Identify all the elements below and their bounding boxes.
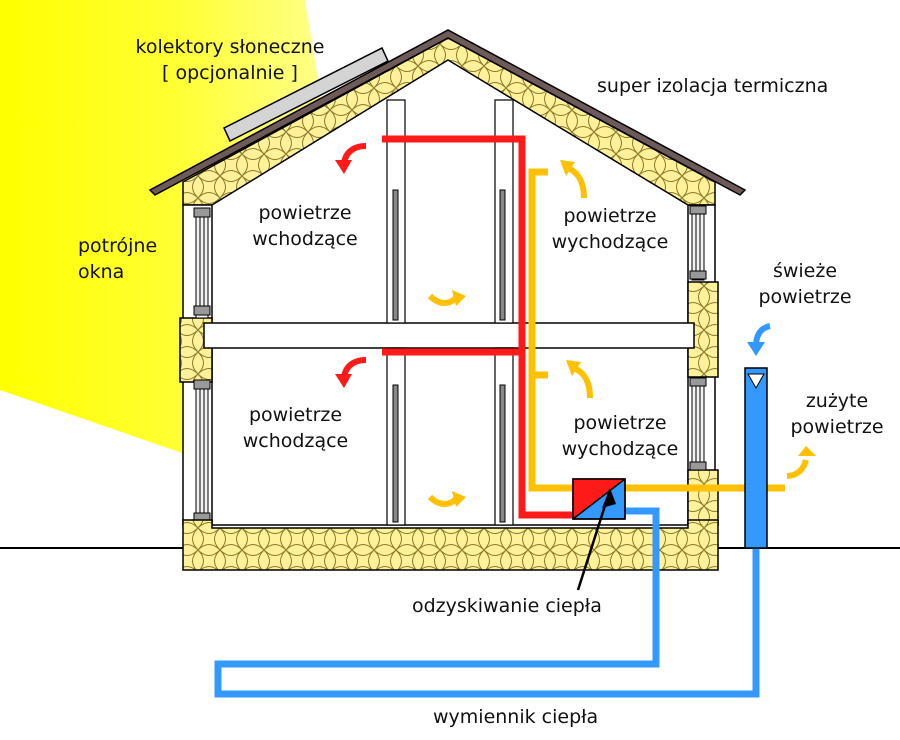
supply-air-lower-label: powietrze wchodzące	[242, 404, 349, 452]
triple-windows-label: potrójne okna	[78, 235, 158, 283]
left-upper-window	[195, 209, 209, 319]
super-insulation-label: super izolacja termiczna	[597, 75, 829, 97]
air-transfer-arrow-icons	[427, 290, 466, 507]
used-air-label: zużyte powietrze	[790, 390, 884, 438]
ground-heat-exchanger-label: wymiennik ciepła	[433, 706, 599, 728]
exhaust-air-lower-label: powietrze wychodzące	[561, 412, 679, 460]
fresh-air-arrow-icon	[747, 323, 771, 356]
exhaust-air-ducts	[528, 168, 785, 492]
foundation-insulation	[182, 519, 719, 571]
fresh-air-ducts	[214, 507, 760, 698]
right-wall-insulation-lower	[687, 469, 719, 526]
right-lower-window	[691, 379, 705, 471]
fresh-air-intake-pipe	[744, 367, 768, 549]
supply-air-upper-label: powietrze wchodzące	[252, 202, 358, 250]
supply-arrow-icons	[335, 143, 367, 388]
solar-collector-panel	[223, 46, 389, 143]
heat-recovery-unit	[572, 478, 626, 520]
supply-air-ducts	[382, 135, 575, 519]
exhaust-air-upper-label: powietrze wychodzące	[551, 205, 669, 253]
left-lower-window	[195, 381, 209, 519]
roof	[148, 29, 747, 196]
exhaust-arrow-icons	[560, 160, 593, 399]
right-upper-window	[691, 207, 705, 281]
house-interior	[212, 60, 688, 525]
floor-slab	[203, 322, 695, 349]
heat-recovery-label: odzyskiwanie ciepła	[412, 595, 602, 617]
fresh-air-label: świeże powietrze	[758, 260, 852, 308]
solar-collectors-label: kolektory słoneczne [ opcjonalnie ]	[135, 36, 325, 84]
used-air-arrow-icon	[786, 446, 816, 479]
